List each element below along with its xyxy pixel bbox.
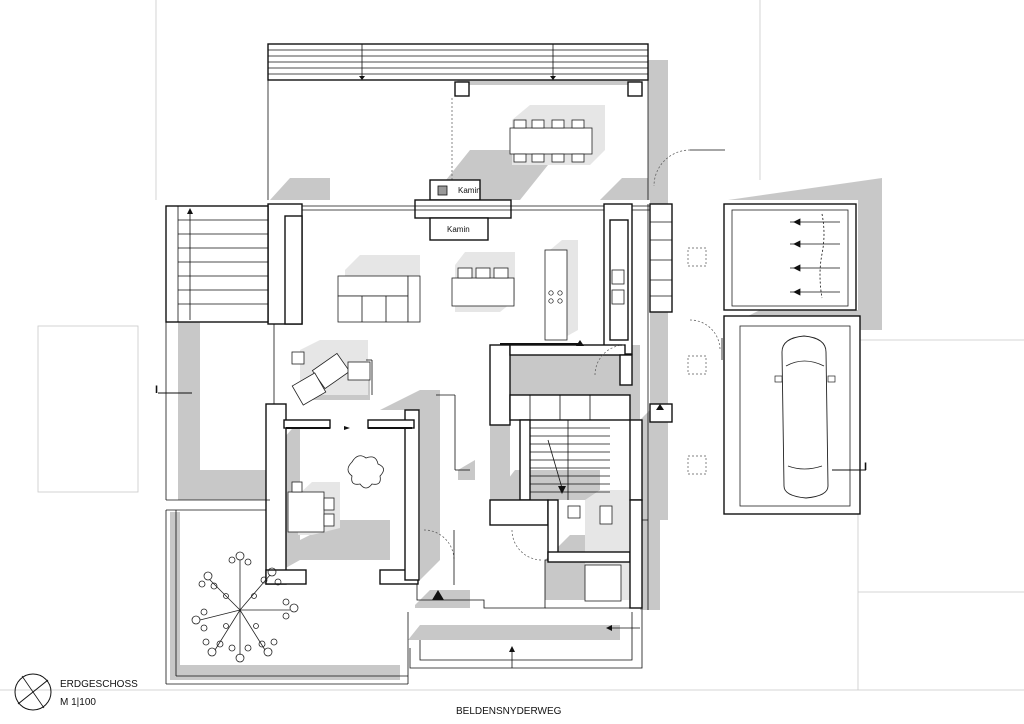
car-icon xyxy=(774,335,836,499)
north-arrow-icon xyxy=(14,673,52,711)
pergola xyxy=(267,43,649,200)
lounge-chairs xyxy=(291,351,371,406)
bike-shed xyxy=(723,203,857,311)
section-markers xyxy=(158,392,866,471)
fireplace xyxy=(414,179,512,241)
staircase xyxy=(530,420,610,500)
interior-core xyxy=(489,344,643,609)
section-marker-left: I xyxy=(155,384,158,396)
dining-table xyxy=(451,267,515,307)
kitchen-counter xyxy=(544,249,625,341)
kamin-label-upper: Kamin xyxy=(458,186,481,195)
tree xyxy=(191,551,299,663)
external-stair xyxy=(165,205,409,685)
street-name: BELDENSNYDERWEG xyxy=(456,706,562,717)
kamin-label-lower: Kamin xyxy=(447,225,470,234)
sofa xyxy=(337,275,421,323)
plan-title: ERDGESCHOSS xyxy=(60,679,138,690)
door-swings xyxy=(366,149,725,585)
garage xyxy=(723,315,861,515)
entry-path xyxy=(409,590,643,669)
section-marker-right: I xyxy=(864,461,867,473)
study-desk xyxy=(287,455,384,533)
sliding-doors xyxy=(286,340,584,430)
outdoor-dining-table xyxy=(509,119,593,163)
plan-scale: M 1|100 xyxy=(60,697,96,708)
side-passage xyxy=(649,203,707,475)
main-walls xyxy=(265,203,650,610)
